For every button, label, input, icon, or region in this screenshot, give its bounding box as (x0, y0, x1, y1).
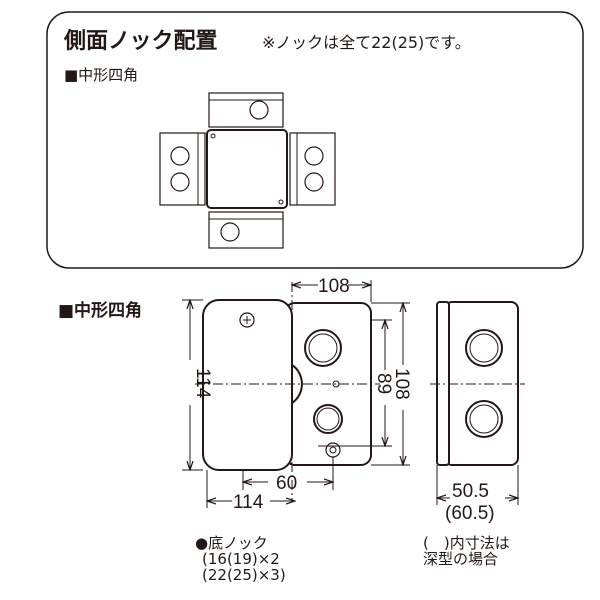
box-front-view (195, 282, 380, 500)
dim-knock-offset: 60 (276, 473, 297, 494)
box-side-view (430, 301, 525, 466)
bottom-knock-line2: (22(25)×3) (202, 566, 286, 584)
deep-type-note-line1: ( )内寸法は (423, 534, 510, 552)
deep-type-note-line2: 深型の場合 (423, 550, 498, 568)
dim-depth-deep: (60.5) (445, 503, 495, 524)
main-subtitle: ■中形四角 (58, 300, 142, 321)
panel-note: ※ノックは全て22(25)です。 (262, 33, 471, 52)
dim-top-width: 108 (318, 276, 350, 297)
dim-left-height: 114 (192, 368, 213, 399)
panel-subtitle: ■中形四角 (64, 66, 138, 84)
bottom-knock-line1: (16(19)×2 (202, 550, 280, 568)
dim-depth: 50.5 (452, 481, 489, 502)
dim-right-height: 108 (391, 368, 412, 400)
dim-inner-height: 89 (373, 373, 394, 394)
dimension-lines (182, 280, 518, 508)
panel-title: 側面ノック配置 (63, 29, 218, 54)
exploded-box-view (159, 92, 336, 249)
bottom-knock-label: ●底ノック (195, 534, 268, 552)
dim-bottom-width: 114 (233, 492, 264, 513)
